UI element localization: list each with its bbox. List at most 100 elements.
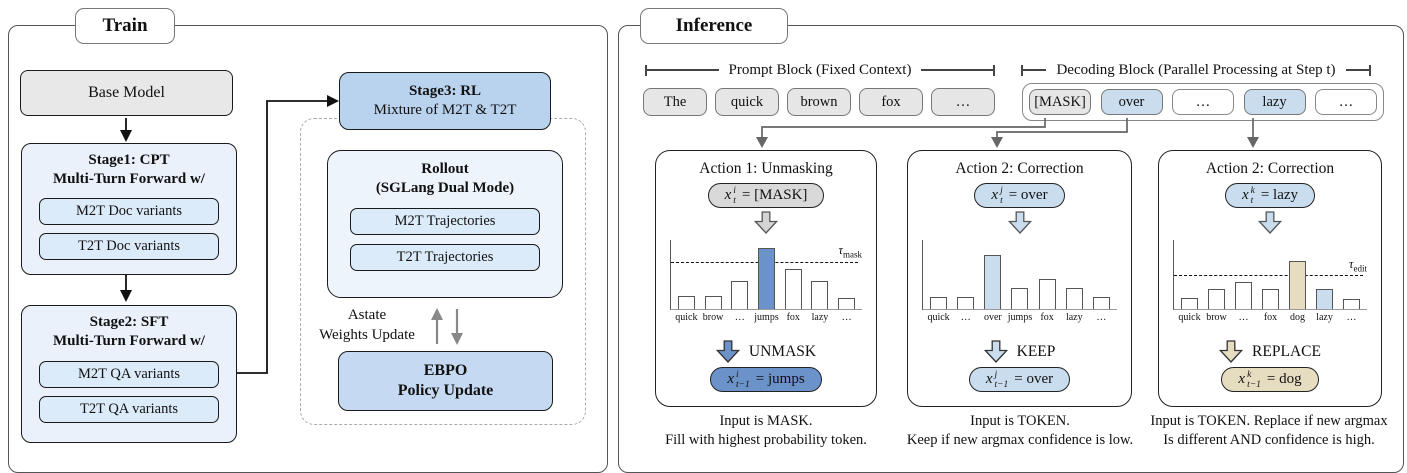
token-label: … <box>1096 312 1107 323</box>
decoding-token: … <box>1172 89 1234 115</box>
prompt-token-label: … <box>955 93 971 110</box>
token-label: jumps <box>1007 312 1033 323</box>
token-label: lazy <box>1065 312 1083 323</box>
decoding-token-label: lazy <box>1262 93 1287 110</box>
probability-bar <box>1038 279 1056 309</box>
down-block-arrow-shape <box>1258 211 1282 234</box>
probability-bar <box>1092 297 1110 309</box>
rollout-item-t2t-label: T2T Trajectories <box>396 248 494 265</box>
bar-slot <box>1338 299 1365 309</box>
caption-line: Input is TOKEN. Replace if new argmax <box>1150 413 1388 429</box>
token-label: lazy <box>1316 312 1333 323</box>
token-label: dog <box>1290 312 1305 323</box>
probability-bar <box>811 281 829 309</box>
prompt-token-label: The <box>663 93 687 110</box>
panel-caption: Input is TOKEN. Keep if new argmax confi… <box>889 412 1151 450</box>
probability-bar <box>957 297 975 309</box>
bar-slot <box>1257 289 1284 309</box>
down-block-arrow-shape <box>1007 211 1032 234</box>
bars-row <box>1176 261 1365 309</box>
rollout-item-t2t: T2T Trajectories <box>350 243 540 271</box>
token-label: brow <box>1206 312 1227 323</box>
math-sup: k <box>1250 185 1255 196</box>
prompt-token: The <box>643 88 707 116</box>
bar-slot <box>700 296 727 309</box>
token-label: … <box>734 312 745 323</box>
token-label: … <box>960 312 971 323</box>
token-label: … <box>1346 312 1357 323</box>
math-sup: j <box>994 369 998 380</box>
bar-slot <box>979 255 1006 309</box>
token-label: over <box>983 312 1002 323</box>
rollout-item-m2t: M2T Trajectories <box>350 207 540 235</box>
prompt-block-bracket: Prompt Block (Fixed Context) <box>645 62 996 78</box>
bars-row <box>925 255 1115 309</box>
bracket-line <box>1023 69 1047 71</box>
math-eq: = over <box>1014 371 1054 387</box>
token-label: lazy <box>811 312 829 323</box>
probability-bar <box>1235 282 1252 309</box>
stage2-subtitle: Multi-Turn Forward w/ <box>53 332 205 349</box>
bracket-tick <box>1369 64 1372 76</box>
stage3-box: Stage3: RL Mixture of M2T & T2T <box>339 72 551 130</box>
panel-caption: Input is MASK. Fill with highest probabi… <box>635 412 897 450</box>
math-sub: t <box>1250 195 1254 206</box>
action-label: KEEP <box>1016 342 1056 360</box>
math-eq: = dog <box>1266 371 1302 387</box>
prompt-token: fox <box>859 88 923 116</box>
train-tab-label: Train <box>102 15 148 36</box>
math-var: x <box>724 187 732 203</box>
base-model-box: Base Model <box>20 70 233 116</box>
stage2-box: Stage2: SFT Multi-Turn Forward w/ M2T QA… <box>21 305 237 443</box>
prompt-token-label: brown <box>800 93 838 110</box>
bar-slot <box>807 281 834 309</box>
down-block-arrow-icon <box>715 340 740 363</box>
bar-slot <box>753 248 780 309</box>
decoding-block-container: [MASK] over … lazy … <box>1022 83 1384 121</box>
prompt-token-label: quick <box>730 93 764 110</box>
down-block-arrow-icon <box>1258 211 1282 234</box>
math-var: x <box>1241 187 1249 203</box>
stage1-title: Stage1: CPT <box>88 152 170 168</box>
stage1-item-t2t: T2T Doc variants <box>39 232 219 260</box>
decoding-token-label: … <box>1338 93 1354 110</box>
panel-title: Action 1: Unmasking <box>699 160 833 177</box>
probability-bar <box>1011 288 1029 309</box>
down-block-arrow-icon <box>754 211 778 234</box>
weights-update-label: Astate Weights Update <box>312 306 422 345</box>
bar-slot <box>726 281 753 309</box>
threshold-dashed-line <box>1174 275 1363 277</box>
bar-slot <box>1034 279 1061 309</box>
bracket-line <box>647 69 719 71</box>
decoding-token: … <box>1315 89 1377 115</box>
probability-bar <box>930 297 948 309</box>
bracket-tick <box>1021 64 1023 76</box>
panel-title: Action 2: Correction <box>955 160 1084 177</box>
math-sup: i <box>735 369 739 380</box>
stage1-subtitle: Multi-Turn Forward w/ <box>53 170 205 187</box>
bars-row <box>673 248 860 309</box>
bracket-line <box>1345 69 1370 71</box>
probability-bar <box>758 248 776 309</box>
math-var: x <box>727 371 734 387</box>
down-block-arrow-shape <box>754 211 778 234</box>
decoding-token: lazy <box>1243 89 1306 115</box>
panel-caption: Input is TOKEN. Replace if new argmax Is… <box>1124 412 1407 450</box>
math-sub: t <box>1000 195 1003 206</box>
stage2-item-m2t: M2T QA variants <box>39 360 219 388</box>
bar-slot <box>1088 297 1115 309</box>
stage1-item-m2t-label: M2T Doc variants <box>75 202 183 219</box>
rollout-item-m2t-label: M2T Trajectories <box>394 212 496 229</box>
bracket-tick <box>645 64 647 76</box>
